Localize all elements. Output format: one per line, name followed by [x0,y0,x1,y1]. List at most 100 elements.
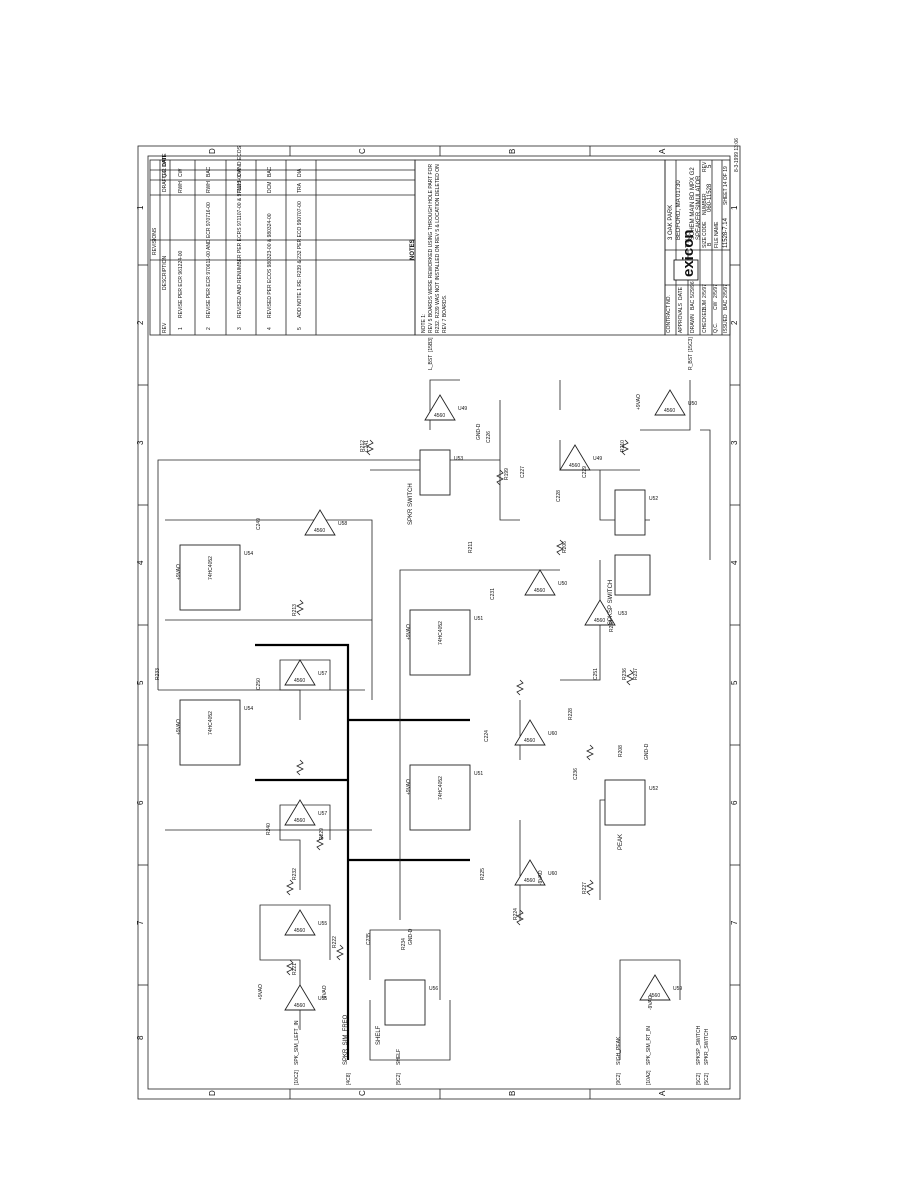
offsheet-signal: SPK_SIM_LEFT_IN [294,1020,300,1065]
function-labels: SHELF PEAK SPKR SWITCH SPKSP SWITCH [376,483,624,1045]
opamp-ref: U55 [318,996,327,1002]
resistor-ref: R228 [568,708,574,720]
drawn-date: 5/29/96 [690,281,696,298]
ic-type: 74HC4052 [208,556,214,580]
resistor-ref: R206 [562,541,568,553]
rev-num: 5 [297,327,303,330]
capacitor-ref: C241 [364,440,370,452]
capacitor-refs: C235 C224 C228 C231 C236 C241 C249 C250 … [256,431,599,945]
ic-u52a: U52 [604,779,658,826]
offsheet-connectors: [10C2] SPK_SIM_LEFT_IN [4C8] SPKR_SIM_FR… [294,337,710,1085]
ic-ref: U51 [474,616,483,622]
note-line: R232. R239 WAS NOT INSTALLED ON REV 5 & … [435,164,441,333]
note-line: REV 7 BOARDS. [442,295,448,333]
ic-ref: U53 [454,456,463,462]
issued-by: BAC [723,299,729,310]
opamp-u60b: U60 4560 [514,719,557,746]
note-line: REV 5 BOARDS WERE REWORKED USING THROUGH… [428,164,434,333]
offsheet-ref: [5C2] [396,1072,402,1085]
row-label: A [658,148,667,154]
resistor-ref: R236 [622,668,628,680]
code-label: CODE [702,221,708,236]
checked-date: 2/5/97 [702,284,708,298]
rev-drafter: DCM [267,182,273,193]
capacitor-ref: C235 [366,933,372,945]
revisions-title: REVISIONS [152,227,158,255]
col-label: 7 [730,920,739,925]
qc-label: Q.C. [713,323,719,333]
rev-qc: BAC [206,166,212,177]
opamp-type: 4560 [664,408,675,414]
issued-label: ISSUED [723,314,729,333]
speaker-sim-freq-bus [255,643,470,1060]
drawing-title2: SPEAKER SIMULATOR [696,175,702,240]
address1: 3 OAK PARK [668,205,674,240]
resistor-ref: R221 [292,963,298,975]
opamp-ref: U55 [318,921,327,927]
ic-type: 74HC4052 [438,776,444,800]
opamp-ref: U60 [548,731,557,737]
resistor-ref: R213 [292,604,298,616]
resistor-ref: R229 [319,828,325,840]
offsheet-ref: [15B3] [428,337,434,352]
rev-desc: ADD NOTE 1 RE: R239 & 232 PER ECO 990707… [297,201,303,318]
ic-ref: U52 [649,786,658,792]
ic-u56: U56 [384,979,438,1026]
col-label: 6 [730,800,739,805]
company-logo-text: exicon [680,229,697,277]
supply-label: -9VAO [648,995,654,1010]
rev-drafter: RWH [178,181,184,193]
peak-label: PEAK [618,834,624,850]
col-label: 2 [136,320,145,325]
row-labels: D C B A D C B A [208,148,667,1096]
file-label: FILE NAME [714,221,720,248]
notes-block: NOTES NOTE 1: REV 5 BOARDS WERE REWORKED… [410,159,666,336]
rev-desc: REVISED PER ECOS 980323-00 & 980324-00 [267,213,273,318]
number-label: NUMBER [702,193,708,215]
opamp-ref: U57 [318,671,327,677]
opamp-u55a: U55 4560 [284,984,327,1011]
company-logo [673,259,699,281]
resistor-symbols [286,439,634,976]
opamp-type: 4560 [524,738,535,744]
capacitor-ref: C227 [520,466,526,478]
resistor-ref: R233 [155,668,161,680]
column-ticks [138,146,740,1099]
capacitor-ref: C231 [490,588,496,600]
resistor-ref: R222 [332,936,338,948]
rev-label: REV [702,161,708,172]
issued-date: 2/5/97 [723,284,729,298]
resistor-ref: R210 [620,440,626,452]
sim-freq-label: SPKR_SIM_FREQ [343,1014,349,1065]
offsheet-signal: SPKSP_SWITCH [696,1025,702,1065]
opamp-type: 4560 [434,413,445,419]
opamp-type: 4560 [294,1003,305,1009]
address2: BEDFORD, MA 01730 [676,180,682,240]
offsheet-ref: [15C3] [688,337,694,352]
rev-qc: BAC [267,166,273,177]
col-label: 7 [136,920,145,925]
opamp-type: 4560 [569,463,580,469]
offsheet-signal: SPK_SIM_RT_IN [646,1026,652,1065]
checked-label: CHECKED [702,308,708,333]
supply-label: GND-D [408,928,414,945]
col-label: 6 [136,800,145,805]
rev-desc: REVISED AND RENUMBER PER ECRS 971107-00 … [237,145,243,318]
resistor-ref: R208 [618,745,624,757]
opamp-ref: U57 [318,811,327,817]
note-line: NOTE 1: [421,314,427,333]
resistor-ref: R212 [360,440,366,452]
notes-title: NOTES [410,239,416,260]
resistor-ref: R237 [633,668,639,680]
supply-labels: +9VAO -9VAO GND-D +9VAO +9VAO +9VAO +9VA… [176,394,654,1010]
rev-header: DRAFTER DATE [162,153,168,192]
col-label: 1 [730,205,739,210]
opamp-type: 4560 [534,588,545,594]
size-value: B [707,242,713,246]
